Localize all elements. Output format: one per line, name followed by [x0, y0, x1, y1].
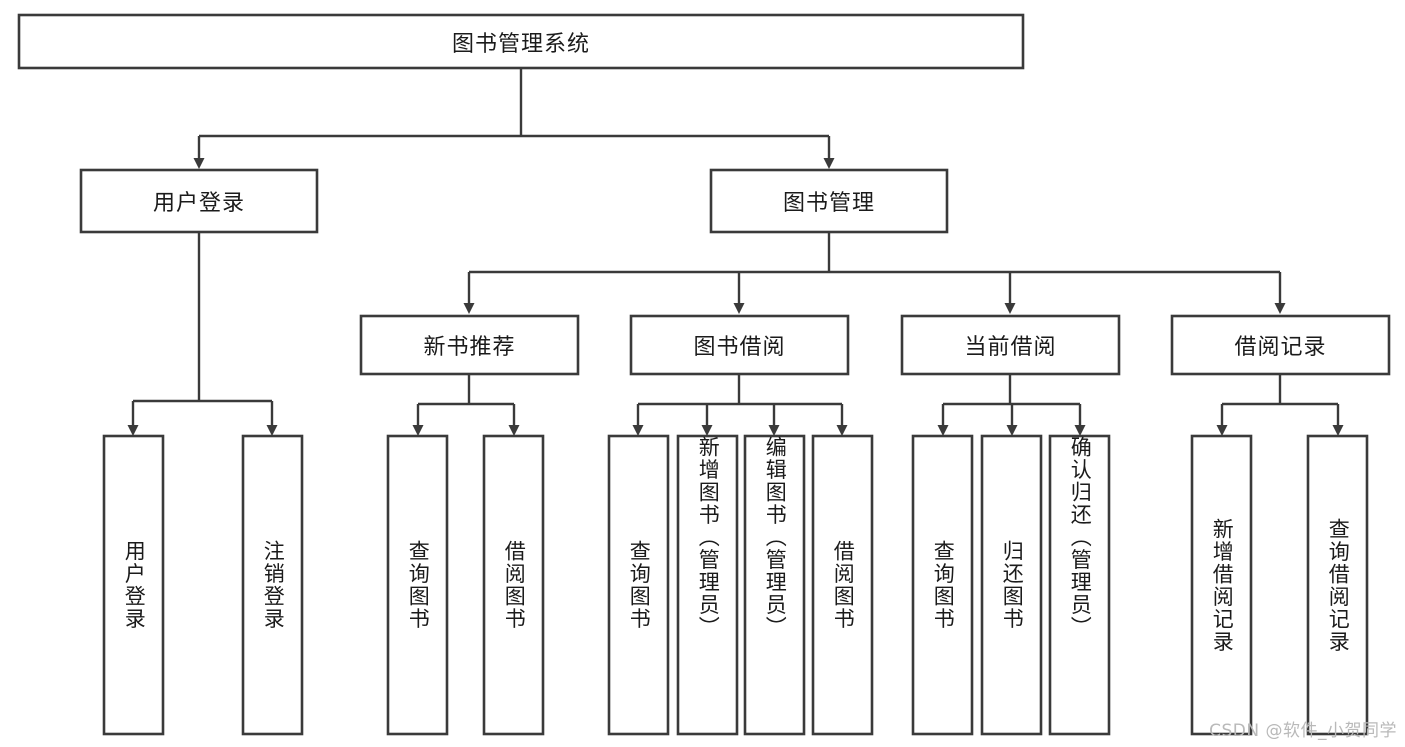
- node-current-borrow[interactable]: [900, 314, 1121, 376]
- node-borrow-record[interactable]: [1170, 314, 1391, 376]
- node-leaf-user-login[interactable]: [102, 434, 165, 736]
- node-leaf-bb-edit-book[interactable]: [743, 434, 806, 736]
- node-leaf-nbr-borrow-book[interactable]: [482, 434, 545, 736]
- csdn-watermark: CSDN @软件_小贺同学: [1209, 721, 1397, 741]
- node-leaf-bb-query-book[interactable]: [607, 434, 670, 736]
- edges-new-book-rec-to-leaves: [412, 374, 520, 436]
- node-user-login[interactable]: [79, 168, 319, 234]
- edges-book-borrow-to-leaves: [632, 374, 848, 436]
- edges-borrow-record-to-leaves: [1216, 374, 1344, 436]
- node-leaf-nbr-query-book[interactable]: [386, 434, 449, 736]
- node-leaf-cb-query-book[interactable]: [911, 434, 974, 736]
- node-leaf-bb-add-book[interactable]: [676, 434, 739, 736]
- node-leaf-br-query-record[interactable]: [1306, 434, 1369, 736]
- node-root-book-management-system[interactable]: [17, 13, 1025, 70]
- node-leaf-bb-borrow-book[interactable]: [811, 434, 874, 736]
- edges-root-to-level2: [193, 68, 835, 169]
- node-leaf-br-add-record[interactable]: [1190, 434, 1253, 736]
- edges-current-borrow-to-leaves: [937, 374, 1086, 436]
- node-book-borrow[interactable]: [629, 314, 850, 376]
- node-book-management[interactable]: [709, 168, 949, 234]
- node-leaf-cb-return-book[interactable]: [980, 434, 1043, 736]
- node-leaf-cb-confirm-return[interactable]: [1048, 434, 1111, 736]
- edges-book-manage-to-level3: [463, 232, 1286, 314]
- node-new-book-recommend[interactable]: [359, 314, 580, 376]
- node-leaf-logout[interactable]: [241, 434, 304, 736]
- edges-user-login-to-leaves: [127, 232, 278, 436]
